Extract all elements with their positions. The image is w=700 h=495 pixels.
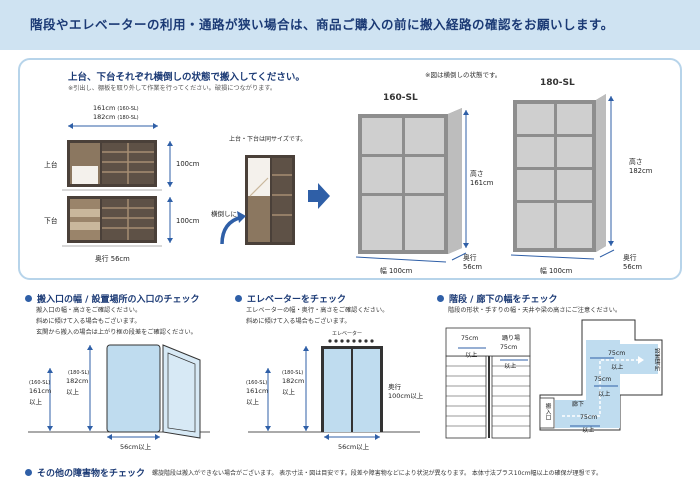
- entrance-h160: 161cm: [29, 387, 52, 395]
- stairs-w2: 75cm: [500, 344, 518, 351]
- stairs-w4: 75cm: [594, 376, 612, 383]
- figure-note: ※図は横倒しの状態です。: [425, 71, 502, 79]
- elevator-h180: 182cm: [282, 377, 305, 385]
- stairs-w5-suffix: 以上: [582, 427, 595, 434]
- elevator-text: エレベーターの幅・奥行・高さをご確認ください。 斜めに傾けて入る場合もございます…: [246, 307, 389, 325]
- stairs-w2-suffix: 以上: [504, 363, 517, 370]
- elevator-h180-model: (180-SL): [282, 370, 304, 376]
- stairs-landing: 踊り場: [502, 335, 521, 342]
- h180-value: 182cm: [629, 167, 653, 175]
- elevator-h160: 161cm: [246, 387, 269, 395]
- width-161: 161cm (160-SL): [93, 104, 139, 112]
- bullet-icon: [235, 295, 242, 302]
- lower-label: 下台: [44, 217, 58, 225]
- stairs-w5: 75cm: [580, 414, 598, 421]
- stairs-hall: 廊下: [572, 401, 585, 408]
- upright-cabinet: [245, 155, 295, 245]
- stairs-w3-suffix: 以上: [611, 364, 624, 371]
- stairs-title: 階段 / 廊下の幅をチェック: [437, 292, 558, 305]
- w160-value: 幅 100cm: [380, 267, 413, 275]
- entrance-h180-model: (180-SL): [68, 370, 90, 376]
- elevator-sign: エレベーター: [332, 331, 363, 337]
- elevator-h160-model: (160-SL): [246, 380, 268, 386]
- arrow-right-icon: [308, 183, 330, 209]
- stairs-text: 階段の形状・手すりの幅・天井や梁の高さにご注意ください。: [448, 307, 622, 314]
- stairs-w1-suffix: 以上: [465, 352, 478, 359]
- width-182: 182cm (180-SL): [93, 113, 139, 121]
- d160-value: 56cm: [463, 263, 483, 271]
- upper-label: 上台: [44, 161, 58, 169]
- h160-value: 161cm: [470, 179, 494, 187]
- bullet-icon: [437, 295, 444, 302]
- d180-value: 56cm: [623, 263, 643, 271]
- d160-label: 奥行: [463, 254, 477, 262]
- elevator-h160-suffix: 以上: [246, 398, 259, 406]
- entrance-h180-suffix: 以上: [66, 388, 79, 396]
- d180-label: 奥行: [623, 254, 637, 262]
- cabinet-160sl: [358, 108, 462, 254]
- disassembly-diagram: [62, 94, 615, 263]
- stairs-w3: 75cm: [608, 350, 626, 357]
- other-title: その他の障害物をチェック: [25, 466, 145, 479]
- elevator-depth-label: 奥行: [388, 383, 401, 391]
- cabinet-180sl: [513, 94, 606, 252]
- stairs-install: 設置場所: [653, 348, 659, 372]
- entrance-text: 搬入口の幅・高さをご確認ください。 斜めに傾けて入る場合もございます。 玄関から…: [36, 307, 197, 336]
- entrance-width: 56cm以上: [120, 443, 152, 451]
- w180-value: 幅 100cm: [540, 267, 573, 275]
- upper-cabinet: [67, 140, 157, 187]
- top-banner: [0, 0, 700, 50]
- stairs-entrance: 搬入口: [544, 403, 550, 421]
- elevator-title: エレベーターをチェック: [235, 292, 346, 305]
- other-text: 螺旋階段は搬入ができない場合がございます。 表示寸法・図は目安です。段差や障害物…: [152, 470, 602, 477]
- banner-text: 階段やエレベーターの利用・通路が狭い場合は、商品ご購入の前に搬入経路の確認をお願…: [30, 17, 614, 32]
- same-size-note: 上台・下台は同サイズです。: [229, 136, 307, 143]
- elevator-h180-suffix: 以上: [282, 388, 295, 396]
- height-upper: 100cm: [176, 160, 200, 168]
- lower-cabinet: [67, 196, 157, 243]
- h180-label: 高さ: [629, 158, 643, 166]
- model-160-name: 160-SL: [383, 93, 418, 103]
- h160-label: 高さ: [470, 170, 484, 178]
- elevator-width: 56cm以上: [338, 443, 370, 451]
- panel-note: ※引出し、棚板を取り外して作業を行ってください。破損につながります。: [68, 85, 277, 92]
- bullet-icon: [25, 295, 32, 302]
- model-180-name: 180-SL: [540, 78, 575, 88]
- entrance-h180: 182cm: [66, 377, 89, 385]
- elevator-depth: 100cm以上: [388, 392, 424, 400]
- bullet-icon: [25, 469, 32, 476]
- height-lower: 100cm: [176, 217, 200, 225]
- entrance-h160-model: (160-SL): [29, 380, 51, 386]
- tilt-label: 横倒しに: [211, 210, 237, 218]
- entrance-h160-suffix: 以上: [29, 398, 42, 406]
- panel-title: 上台、下台それぞれ横倒しの状態で搬入してください。: [68, 72, 305, 83]
- entrance-title: 搬入口の幅 / 設置場所の入口のチェック: [25, 292, 200, 305]
- depth-label: 奥行 56cm: [95, 255, 130, 263]
- stairs-w1: 75cm: [461, 335, 479, 342]
- stairs-w4-suffix: 以上: [598, 391, 611, 398]
